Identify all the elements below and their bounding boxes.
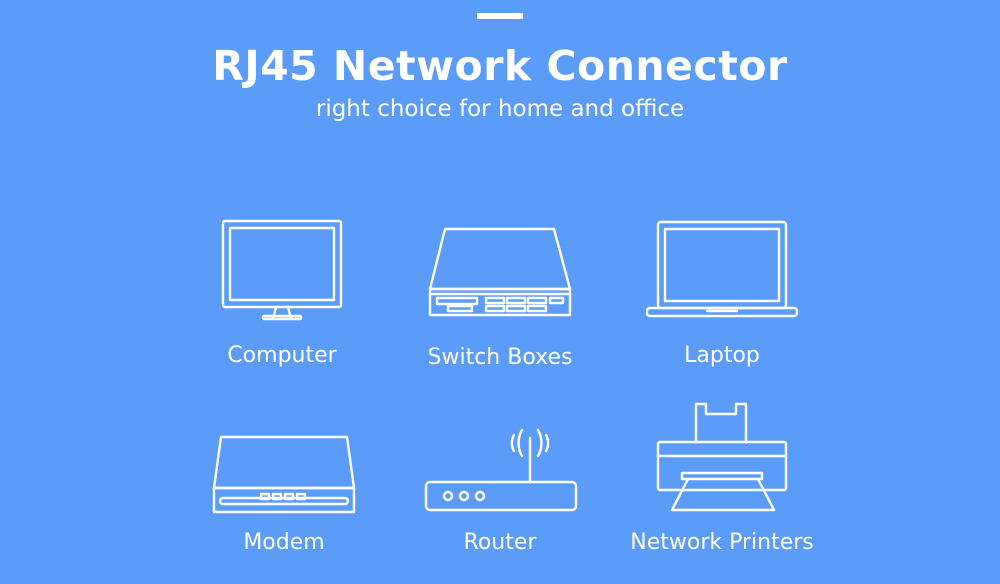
printer-icon: [656, 402, 788, 512]
device-label-modem: Modem: [243, 530, 325, 555]
monitor-icon: [221, 219, 343, 321]
device-network-printers: Network Printers: [592, 398, 852, 578]
device-switch-boxes: Switch Boxes: [370, 210, 630, 390]
device-label-computer: Computer: [227, 343, 337, 368]
device-modem: Modem: [154, 398, 414, 578]
top-accent-bar: [477, 13, 523, 19]
device-label-switch-boxes: Switch Boxes: [427, 345, 573, 370]
device-router: Router: [370, 398, 630, 578]
laptop-icon: [645, 220, 799, 318]
page-title: RJ45 Network Connector: [212, 42, 788, 90]
device-computer: Computer: [152, 210, 412, 390]
page-subtitle: right choice for home and office: [315, 96, 685, 122]
modem-icon: [212, 435, 356, 514]
device-label-network-printers: Network Printers: [630, 530, 814, 555]
device-label-laptop: Laptop: [684, 343, 760, 368]
device-laptop: Laptop: [592, 210, 852, 390]
router-icon: [424, 428, 578, 512]
switch-box-icon: [428, 227, 572, 317]
device-label-router: Router: [463, 530, 537, 555]
